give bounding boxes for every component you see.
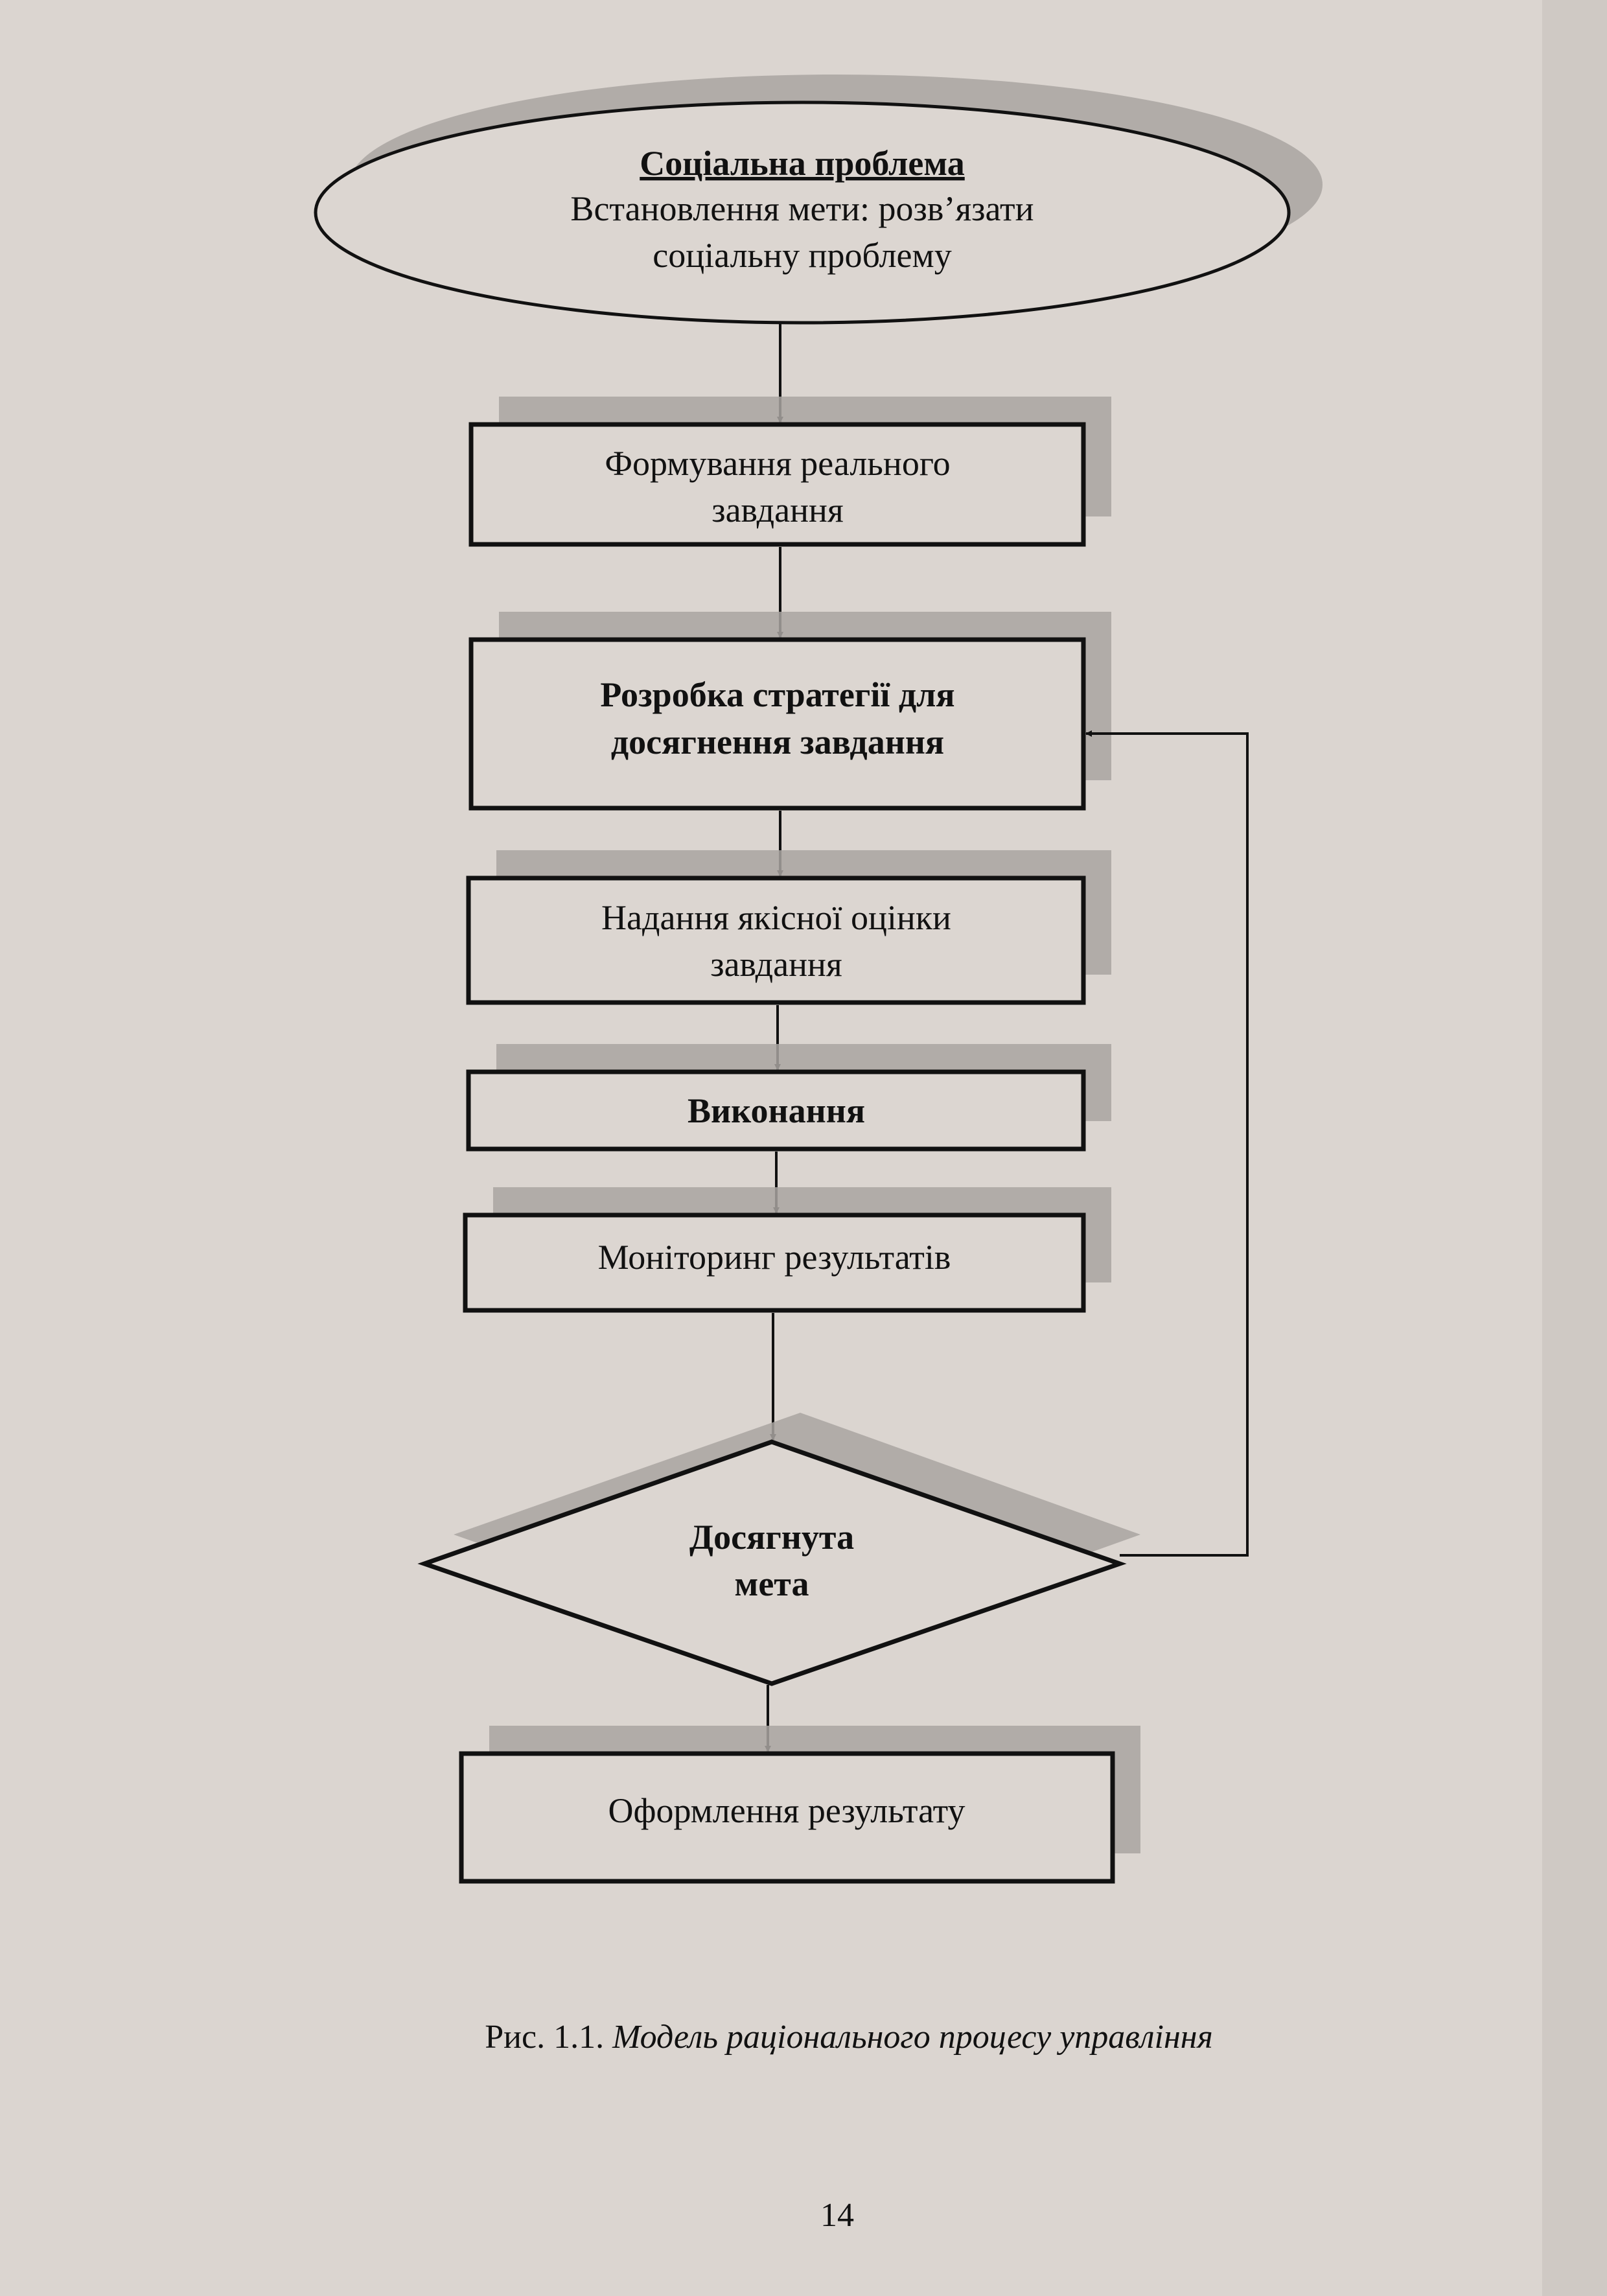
step2-line2: досягнення завдання <box>611 723 944 761</box>
start-line1: Встановлення мети: розв’язати <box>570 189 1034 228</box>
step-monitoring: Моніторинг результатів <box>463 1187 1111 1313</box>
step3-line1: Надання якісної оцінки <box>601 898 951 937</box>
step2-line1: Розробка стратегії для <box>600 675 954 714</box>
end-label: Оформлення результату <box>608 1791 965 1830</box>
step5-box <box>463 1212 1086 1313</box>
page-edge <box>1542 0 1607 2296</box>
decision-line2: мета <box>735 1564 809 1603</box>
caption-title: Модель раціонального процесу управління <box>612 2019 1213 2056</box>
step4-label: Виконання <box>688 1091 865 1130</box>
step2-box <box>468 637 1086 811</box>
caption-prefix: Рис. 1.1. <box>485 2019 604 2056</box>
end-node: Оформлення результату <box>459 1726 1140 1884</box>
step1-line2: завдання <box>711 491 844 529</box>
step3-line2: завдання <box>710 945 842 984</box>
figure-caption: Рис. 1.1. Модель раціонального процесу у… <box>485 2019 1212 2056</box>
step4-box <box>466 1069 1086 1152</box>
decision-line1: Досягнута <box>689 1518 854 1557</box>
end-box <box>459 1751 1115 1884</box>
page-number: 14 <box>820 2197 854 2234</box>
step-formulation: Формування реального завдання <box>468 397 1111 547</box>
start-line2: соціальну проблему <box>653 236 951 275</box>
decision-diamond <box>417 1439 1127 1686</box>
start-title: Соціальна проблема <box>640 144 965 183</box>
start-ellipse <box>314 100 1291 325</box>
decision-node: Досягнута мета <box>417 1413 1140 1686</box>
step3-box <box>466 875 1086 1005</box>
step1-line1: Формування реального <box>605 444 950 483</box>
step1-box <box>468 422 1086 547</box>
start-node: Соціальна проблема Встановлення мети: ро… <box>314 75 1323 325</box>
step5-label: Моніторинг результатів <box>598 1238 951 1277</box>
step-evaluation: Надання якісної оцінки завдання <box>466 850 1111 1005</box>
step-strategy: Розробка стратегії для досягнення завдан… <box>468 612 1111 811</box>
feedback-arrow-to-strategy <box>1085 730 1249 1557</box>
step-execution: Виконання <box>466 1044 1111 1152</box>
